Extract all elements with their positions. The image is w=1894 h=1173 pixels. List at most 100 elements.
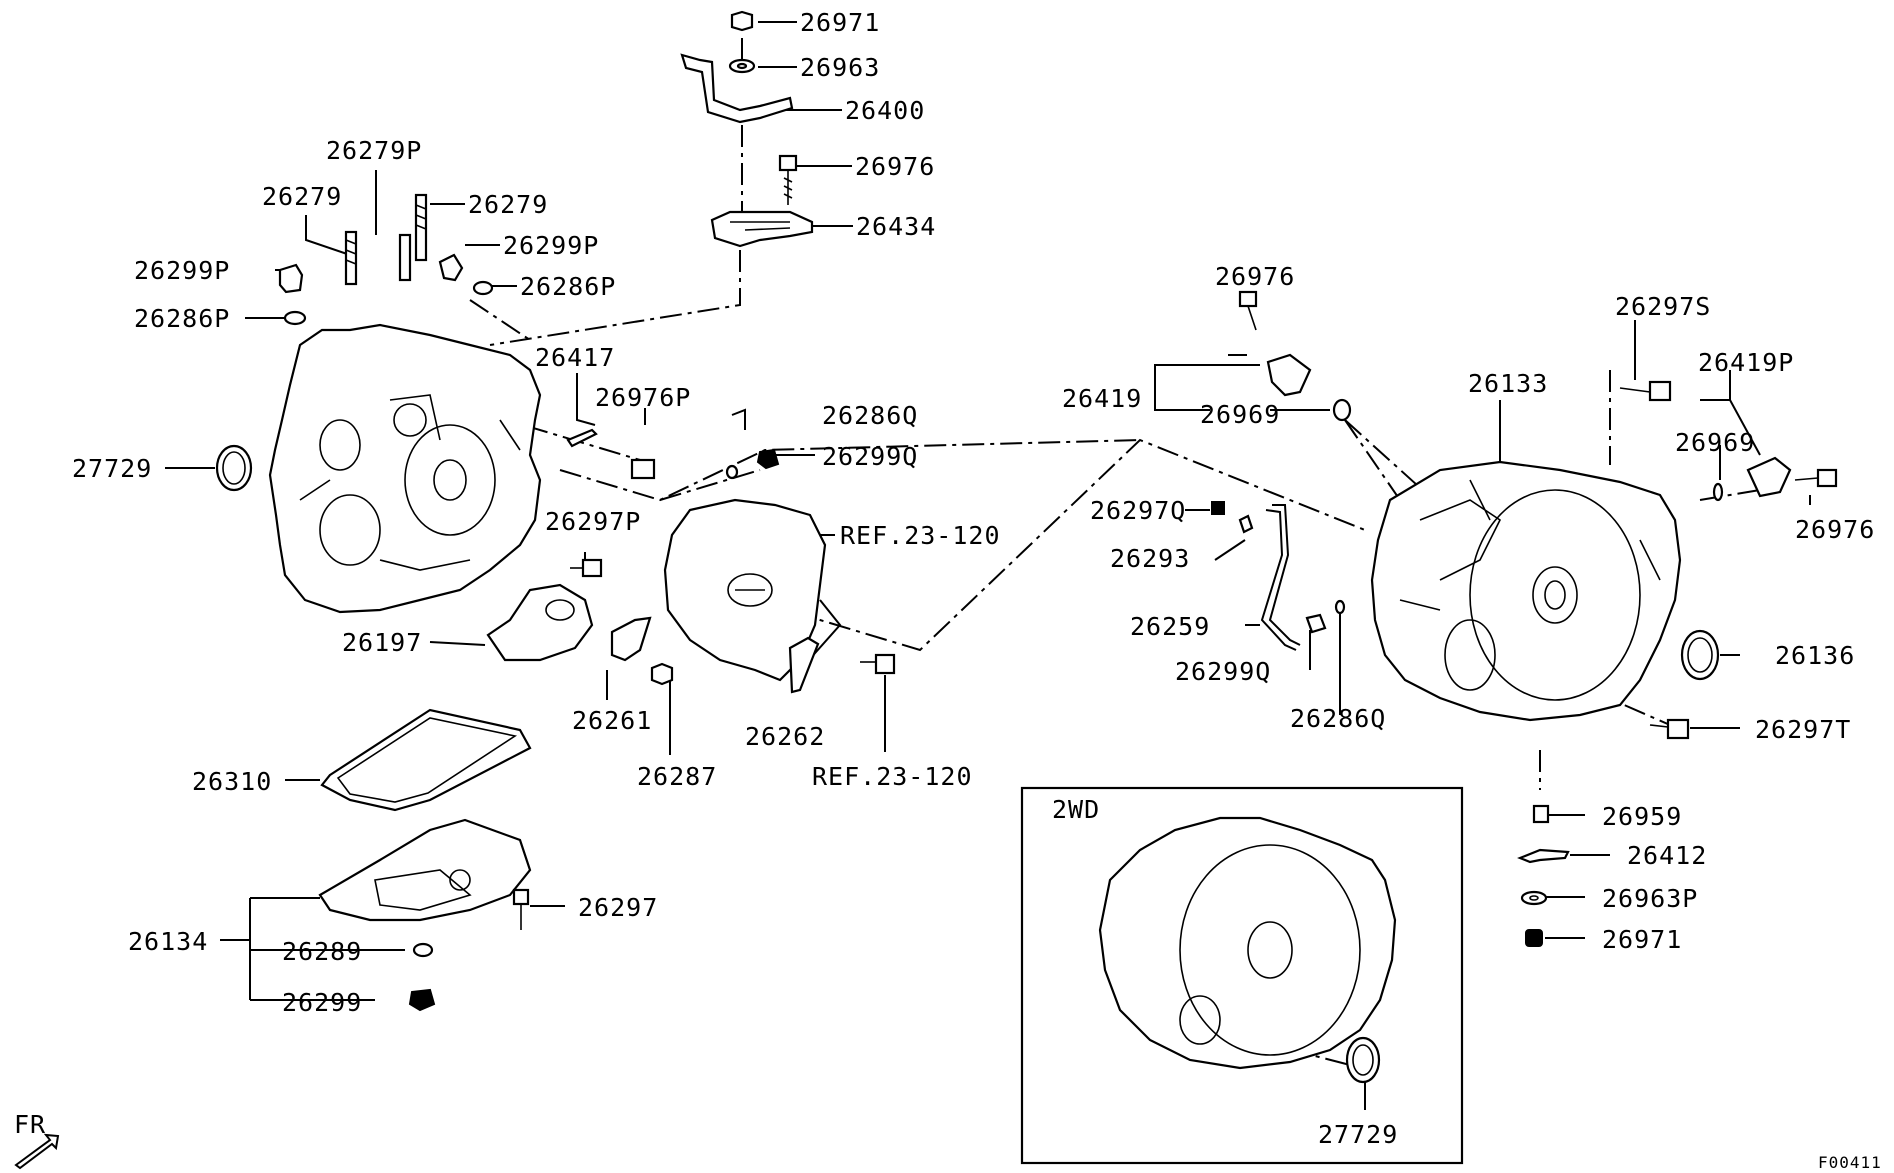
part-26412-bracket[interactable] bbox=[1517, 848, 1570, 864]
label-26197[interactable]: 26197 bbox=[342, 628, 422, 657]
part-26419-sensor[interactable] bbox=[1266, 353, 1312, 397]
part-26286P-oring-left[interactable] bbox=[283, 310, 307, 326]
part-26286P-oring-right[interactable] bbox=[472, 280, 494, 296]
part-26976P-bolt[interactable] bbox=[630, 458, 656, 480]
part-26279-stud-left[interactable] bbox=[344, 230, 358, 286]
label-26133[interactable]: 26133 bbox=[1468, 369, 1548, 398]
label-26286P-right[interactable]: 26286P bbox=[520, 272, 616, 301]
part-26286Q-oring-right[interactable] bbox=[1334, 599, 1346, 615]
part-26299Q-plug-top[interactable] bbox=[756, 448, 780, 470]
part-26976-bolt-far-right[interactable] bbox=[1794, 468, 1838, 488]
part-ref-bolt[interactable] bbox=[860, 653, 896, 675]
label-ref-23-120-a[interactable]: REF.23-120 bbox=[840, 521, 1001, 550]
part-26297S-bolt[interactable] bbox=[1619, 380, 1672, 402]
label-26299Q-right[interactable]: 26299Q bbox=[1175, 657, 1271, 686]
part-26434-sensor-bracket[interactable] bbox=[710, 210, 814, 248]
label-26963-top[interactable]: 26963 bbox=[800, 53, 880, 82]
part-26279P-stud[interactable] bbox=[398, 233, 412, 282]
part-26297Q-bolt[interactable] bbox=[1211, 501, 1225, 515]
label-26286Q-right[interactable]: 26286Q bbox=[1290, 704, 1386, 733]
part-26963-washer-top[interactable] bbox=[728, 58, 756, 74]
label-26297T[interactable]: 26297T bbox=[1755, 715, 1851, 744]
label-26279-a[interactable]: 26279 bbox=[262, 182, 342, 211]
label-26976-top[interactable]: 26976 bbox=[855, 152, 935, 181]
label-26310[interactable]: 26310 bbox=[192, 767, 272, 796]
part-26197-bracket[interactable] bbox=[486, 583, 594, 662]
label-26434[interactable]: 26434 bbox=[856, 212, 936, 241]
part-26969-oring-left[interactable] bbox=[1332, 398, 1352, 422]
label-26259[interactable]: 26259 bbox=[1130, 612, 1210, 641]
part-26286Q-oring-top[interactable] bbox=[725, 464, 739, 480]
part-26133-transmission-case[interactable] bbox=[1370, 460, 1682, 722]
part-27729-seal-left[interactable] bbox=[215, 444, 253, 492]
part-26287-nut[interactable] bbox=[650, 662, 674, 686]
label-26971-top[interactable]: 26971 bbox=[800, 8, 880, 37]
part-26963P-washer[interactable] bbox=[1520, 890, 1548, 906]
part-26299P-plug-right[interactable] bbox=[438, 253, 464, 282]
label-26297P[interactable]: 26297P bbox=[545, 507, 641, 536]
part-26976-bolt-top[interactable] bbox=[778, 154, 798, 205]
label-26299Q-top[interactable]: 26299Q bbox=[822, 442, 918, 471]
label-26400[interactable]: 26400 bbox=[845, 96, 925, 125]
label-27729-box[interactable]: 27729 bbox=[1318, 1120, 1398, 1149]
part-26959-collar[interactable] bbox=[1532, 804, 1550, 824]
part-26299-plug[interactable] bbox=[408, 988, 436, 1012]
part-26299P-plug-left[interactable] bbox=[278, 263, 304, 294]
label-26976P[interactable]: 26976P bbox=[595, 383, 691, 412]
part-26971-nut-top[interactable] bbox=[730, 10, 754, 32]
part-26297P-bolt[interactable] bbox=[570, 558, 603, 578]
part-26261-clip[interactable] bbox=[610, 616, 652, 662]
label-26289[interactable]: 26289 bbox=[282, 937, 362, 966]
label-26299P-left[interactable]: 26299P bbox=[134, 256, 230, 285]
label-figure-code: F00411 bbox=[1818, 1153, 1882, 1172]
label-ref-23-120-b[interactable]: REF.23-120 bbox=[812, 762, 973, 791]
part-26259-pipe[interactable] bbox=[1260, 504, 1301, 651]
label-26297Q[interactable]: 26297Q bbox=[1090, 496, 1186, 525]
label-26959[interactable]: 26959 bbox=[1602, 802, 1682, 831]
part-26136-seal[interactable] bbox=[1680, 629, 1720, 681]
part-26976-bolt-right[interactable] bbox=[1238, 290, 1258, 331]
label-26293[interactable]: 26293 bbox=[1110, 544, 1190, 573]
label-26976-right[interactable]: 26976 bbox=[1215, 262, 1295, 291]
part-26419P-sensor[interactable] bbox=[1746, 456, 1792, 498]
label-26412[interactable]: 26412 bbox=[1627, 841, 1707, 870]
part-26417-pin[interactable] bbox=[566, 428, 598, 448]
part-26297-bolt[interactable] bbox=[512, 888, 530, 930]
part-26400-bracket[interactable] bbox=[680, 53, 794, 124]
label-26976-far-right[interactable]: 26976 bbox=[1795, 515, 1875, 544]
label-26969-left[interactable]: 26969 bbox=[1200, 400, 1280, 429]
part-26293-fitting[interactable] bbox=[1238, 514, 1254, 534]
part-26297T-bolt[interactable] bbox=[1649, 718, 1690, 740]
label-26287[interactable]: 26287 bbox=[637, 762, 717, 791]
part-26971-nut-right[interactable] bbox=[1525, 929, 1543, 947]
label-26419P[interactable]: 26419P bbox=[1698, 348, 1794, 377]
label-26136[interactable]: 26136 bbox=[1775, 641, 1855, 670]
label-26261[interactable]: 26261 bbox=[572, 706, 652, 735]
label-26134[interactable]: 26134 bbox=[128, 927, 208, 956]
part-26262-lever[interactable] bbox=[788, 636, 820, 694]
label-26279P[interactable]: 26279P bbox=[326, 136, 422, 165]
label-27729-left[interactable]: 27729 bbox=[72, 454, 152, 483]
label-26286Q-top[interactable]: 26286Q bbox=[822, 401, 918, 430]
part-26289-washer[interactable] bbox=[412, 942, 434, 958]
front-direction-arrow bbox=[14, 1133, 60, 1170]
part-26279-stud-right[interactable] bbox=[414, 193, 428, 262]
part-left-transmission-case[interactable] bbox=[268, 323, 542, 614]
part-26299Q-plug-right[interactable] bbox=[1305, 613, 1327, 634]
label-26417[interactable]: 26417 bbox=[535, 343, 615, 372]
label-26963P[interactable]: 26963P bbox=[1602, 884, 1698, 913]
part-26969-oring-right[interactable] bbox=[1712, 482, 1724, 502]
label-26971-right[interactable]: 26971 bbox=[1602, 925, 1682, 954]
label-26297S[interactable]: 26297S bbox=[1615, 292, 1711, 321]
label-26286P-left[interactable]: 26286P bbox=[134, 304, 230, 333]
label-26969-right[interactable]: 26969 bbox=[1675, 428, 1755, 457]
label-26299P-right[interactable]: 26299P bbox=[503, 231, 599, 260]
part-26134-oil-pan[interactable] bbox=[318, 818, 532, 922]
label-26299[interactable]: 26299 bbox=[282, 988, 362, 1017]
label-26262[interactable]: 26262 bbox=[745, 722, 825, 751]
label-26419[interactable]: 26419 bbox=[1062, 384, 1142, 413]
part-26310-gasket[interactable] bbox=[320, 708, 532, 812]
label-26297[interactable]: 26297 bbox=[578, 893, 658, 922]
label-26279-b[interactable]: 26279 bbox=[468, 190, 548, 219]
